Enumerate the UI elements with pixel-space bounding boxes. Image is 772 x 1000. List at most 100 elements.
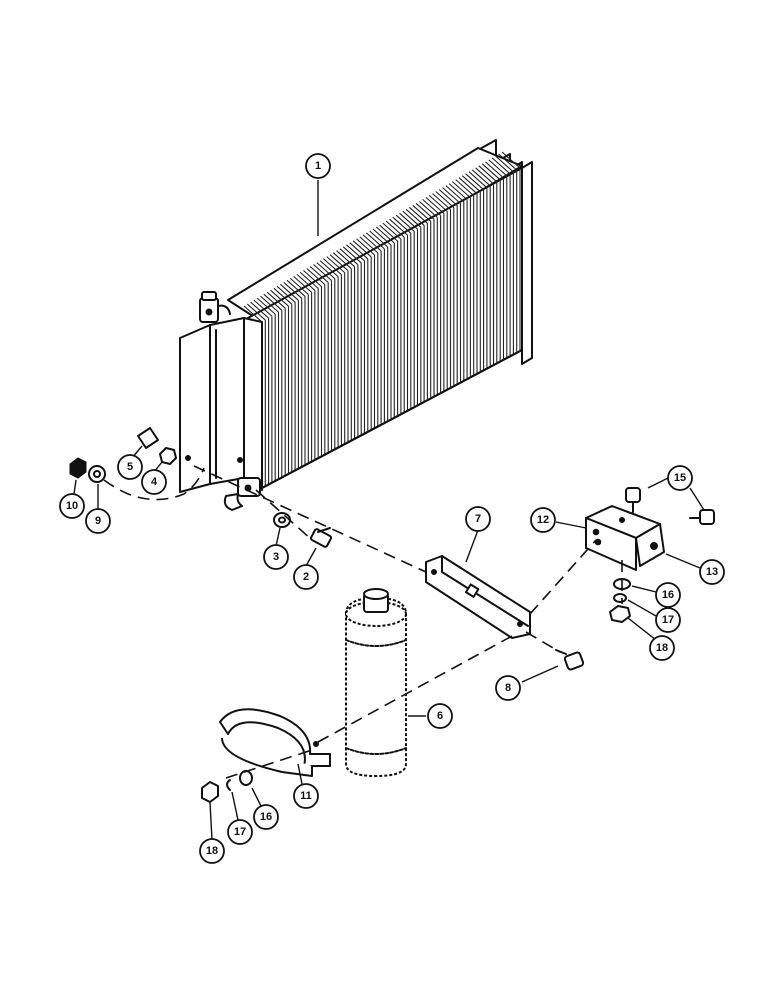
svg-text:18: 18	[656, 642, 668, 654]
fin-top-edge	[412, 204, 432, 222]
svg-text:7: 7	[475, 513, 481, 525]
fin-top-edge	[316, 262, 336, 280]
condenser-top-fitting	[199, 291, 231, 323]
callout-10: 10	[59, 493, 85, 519]
fin-top-edge	[442, 187, 461, 204]
callout-bubbles: 1 2 3 4 5 6 7 8 9 10 11 12 13 15 16 17 1…	[59, 153, 725, 864]
callout-1: 1	[305, 153, 331, 179]
callout-5: 5	[117, 454, 143, 480]
svg-text:6: 6	[437, 710, 443, 722]
fin-top-edge	[263, 293, 283, 311]
svg-text:17: 17	[234, 826, 246, 838]
fin-top-edge	[438, 189, 458, 206]
lockwasher-9	[88, 465, 106, 483]
fin-top-edge	[458, 177, 478, 195]
fin-top-edge	[455, 179, 475, 197]
bolt-8	[555, 649, 585, 671]
callout-9: 9	[85, 508, 111, 534]
fin-top-edge	[270, 289, 289, 307]
fin-top-edge	[498, 153, 518, 171]
fin-top-edge	[491, 157, 511, 175]
svg-text:13: 13	[706, 566, 718, 578]
svg-text:11: 11	[300, 790, 312, 802]
fin-top-edge	[375, 226, 395, 244]
svg-text:3: 3	[273, 551, 279, 563]
callout-16-right: 16	[655, 582, 681, 608]
fin-top-edge	[289, 277, 309, 295]
angle-bracket	[585, 505, 665, 571]
fin-top-edge	[366, 232, 385, 250]
fin-top-edge	[452, 181, 471, 199]
fin-top-edge	[319, 260, 339, 278]
fin-top-edge	[336, 250, 355, 268]
fin-top-edge	[309, 266, 329, 283]
svg-text:5: 5	[127, 461, 133, 473]
fin-top-edge	[475, 167, 494, 185]
receiver-drier	[345, 588, 407, 777]
svg-text:16: 16	[260, 811, 272, 823]
svg-text:12: 12	[537, 514, 549, 526]
bolt-2	[309, 527, 333, 548]
condenser-core	[227, 139, 533, 489]
lockwasher-17-right	[613, 593, 627, 603]
callout-8: 8	[495, 675, 521, 701]
fin-top-edge	[435, 191, 455, 208]
fin-top-edge	[260, 295, 279, 313]
washer-3	[273, 512, 291, 528]
callout-17-right: 17	[655, 607, 681, 633]
fin-top-edge	[495, 155, 514, 173]
fin-top-edge	[313, 264, 332, 281]
fin-top-edge	[286, 279, 306, 297]
fin-top-edge	[303, 270, 322, 287]
fin-top-edge	[481, 163, 501, 181]
callout-4: 4	[141, 469, 167, 495]
nut-10	[69, 457, 87, 479]
fin-top-edge	[266, 291, 286, 309]
fin-top-edge	[432, 193, 451, 210]
fin-top-edge	[306, 268, 326, 285]
fin-top-edge	[299, 271, 319, 289]
fin-top-edge	[395, 214, 415, 232]
nut-4	[159, 447, 177, 465]
fin-top-edge	[501, 151, 521, 169]
fin-top-edge	[428, 194, 448, 212]
fin-top-edge	[256, 297, 276, 315]
fin-top-edge	[485, 161, 504, 179]
fin-top-edge	[296, 273, 316, 291]
fin-top-edge	[418, 200, 438, 218]
fin-top-edge	[399, 212, 418, 230]
svg-text:15: 15	[674, 472, 686, 484]
svg-text:8: 8	[505, 682, 511, 694]
fin-top-edge	[409, 206, 428, 224]
fin-top-edge	[448, 183, 468, 201]
fin-top-edge	[372, 228, 392, 246]
svg-text:18: 18	[206, 845, 218, 857]
fin-top-edge	[425, 196, 445, 214]
fin-top-edge	[253, 299, 273, 317]
fin-top-edge	[478, 165, 498, 183]
fin-top-edge	[276, 285, 296, 303]
callout-6: 6	[427, 703, 453, 729]
condenser-bottom-fitting	[223, 477, 261, 511]
fin-top-edge	[382, 222, 402, 240]
callout-13: 13	[699, 559, 725, 585]
callout-16-left: 16	[253, 804, 279, 830]
fin-top-edge	[468, 171, 488, 189]
fin-top-edge	[402, 210, 422, 228]
bolt-15-upper	[625, 487, 641, 513]
svg-text:1: 1	[315, 160, 321, 172]
fin-top-edge	[356, 238, 375, 256]
mounting-bracket-7	[425, 555, 531, 639]
svg-text:16: 16	[662, 589, 674, 601]
fin-top-edge	[379, 224, 398, 242]
fin-top-edge	[461, 175, 481, 193]
callout-15: 15	[667, 465, 693, 491]
fin-top-edge	[445, 185, 465, 203]
fin-top-edge	[280, 283, 299, 301]
fin-top-edge	[369, 230, 389, 248]
fin-top-edge	[471, 169, 491, 187]
svg-text:2: 2	[303, 571, 309, 583]
fin-top-edge	[359, 236, 379, 254]
callout-7: 7	[465, 506, 491, 532]
